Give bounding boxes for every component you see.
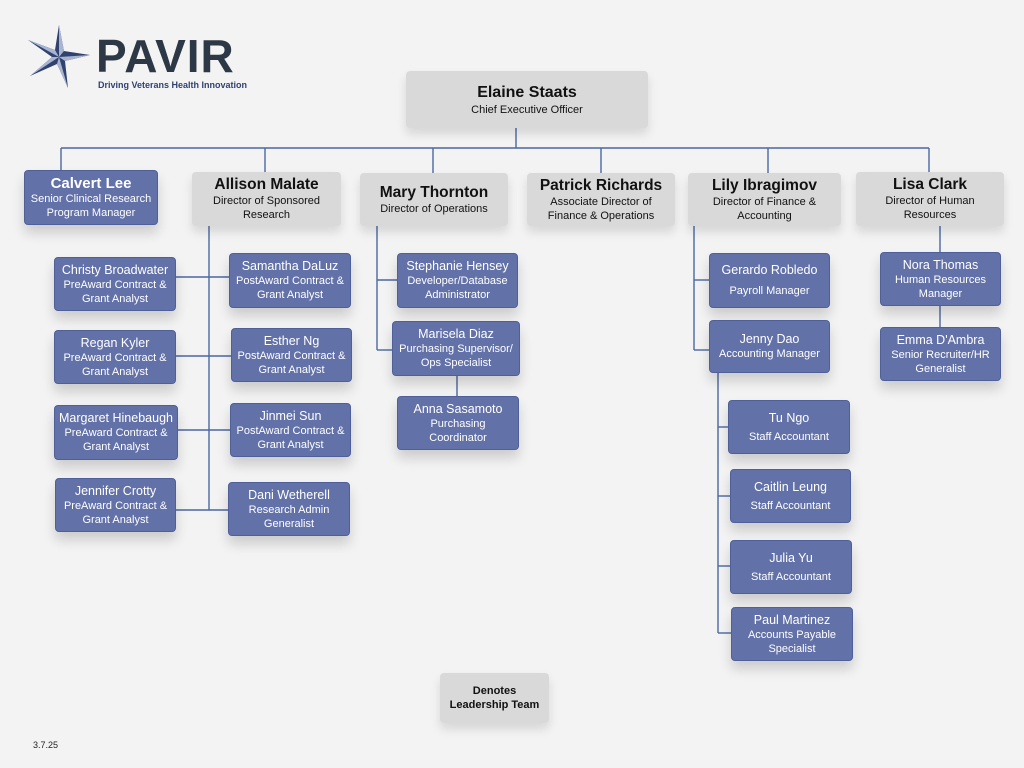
esther-ng-box: Esther Ng PostAward Contract & Grant Ana… [231,328,352,382]
mary-thornton-name: Mary Thornton [379,183,489,201]
jenny-dao-box: Jenny Dao Accounting Manager [709,320,830,373]
lily-ibragimov-box: Lily Ibragimov Director of Finance & Acc… [688,173,841,226]
nora-thomas-title: Human Resources Manager [894,273,987,300]
star-logo-icon [28,25,90,88]
regan-kyler-title: PreAward Contract & Grant Analyst [63,351,167,378]
brand-tagline: Driving Veterans Health Innovation [98,80,248,90]
lily-ibragimov-title: Director of Finance & Accounting [712,195,817,222]
margaret-hinebaugh-name: Margaret Hinebaugh [59,411,173,425]
revision-date: 3.7.25 [33,740,59,750]
ceo-title: Chief Executive Officer [471,103,583,116]
anna-sasamoto-name: Anna Sasamoto [413,401,503,416]
leadership-legend: Denotes Leadership Team [440,673,549,723]
paul-martinez-title: Accounts Payable Specialist [747,628,837,655]
jenny-dao-name: Jenny Dao [739,332,800,346]
patrick-richards-title: Associate Director of Finance & Operatio… [547,195,655,222]
dani-wetherell-title: Research Admin Generalist [248,503,330,530]
calvert-lee-title: Senior Clinical Research Program Manager [30,193,152,219]
calvert-lee-box: Calvert Lee Senior Clinical Research Pro… [24,170,158,225]
emma-dambra-name: Emma D'Ambra [896,332,985,347]
jennifer-crotty-name: Jennifer Crotty [74,483,157,498]
julia-yu-title: Staff Accountant [751,570,831,583]
christy-broadwater-box: Christy Broadwater PreAward Contract & G… [54,257,176,311]
anna-sasamoto-box: Anna Sasamoto Purchasing Coordinator [397,396,519,450]
gerardo-robledo-title: Payroll Manager [729,285,810,297]
margaret-hinebaugh-title: PreAward Contract & Grant Analyst [64,427,168,453]
pavir-logo: PAVIR Driving Veterans Health Innovation [24,24,248,94]
jinmei-sun-title: PostAward Contract & Grant Analyst [236,424,345,451]
ceo-box: Elaine Staats Chief Executive Officer [406,71,648,128]
patrick-richards-name: Patrick Richards [539,176,663,194]
emma-dambra-title: Senior Recruiter/HR Generalist [891,348,990,375]
tu-ngo-box: Tu Ngo Staff Accountant [728,400,850,454]
anna-sasamoto-title: Purchasing Coordinator [429,417,487,444]
jinmei-sun-box: Jinmei Sun PostAward Contract & Grant An… [230,403,351,457]
lisa-clark-title: Director of Human Resources [885,195,975,221]
dani-wetherell-name: Dani Wetherell [248,487,330,502]
caitlin-leung-title: Staff Accountant [750,499,831,512]
calvert-lee-name: Calvert Lee [50,175,132,192]
stephanie-hensey-title: Developer/Database Administrator [407,275,508,301]
lily-ibragimov-name: Lily Ibragimov [711,176,818,194]
marisela-diaz-title: Purchasing Supervisor/ Ops Specialist [399,343,513,369]
esther-ng-title: PostAward Contract & Grant Analyst [237,349,346,376]
samantha-daluz-title: PostAward Contract & Grant Analyst [235,275,344,301]
dani-wetherell-box: Dani Wetherell Research Admin Generalist [228,482,350,536]
stephanie-hensey-box: Stephanie Hensey Developer/Database Admi… [397,253,518,308]
samantha-daluz-name: Samantha DaLuz [241,259,339,273]
marisela-diaz-name: Marisela Diaz [418,327,494,341]
allison-malate-box: Allison Malate Director of Sponsored Res… [192,172,341,226]
nora-thomas-box: Nora Thomas Human Resources Manager [880,252,1001,306]
regan-kyler-box: Regan Kyler PreAward Contract & Grant An… [54,330,176,384]
gerardo-robledo-box: Gerardo Robledo Payroll Manager [709,253,830,308]
mary-thornton-box: Mary Thornton Director of Operations [360,173,508,226]
mary-thornton-title: Director of Operations [380,202,488,215]
gerardo-robledo-name: Gerardo Robledo [721,263,818,277]
jenny-dao-title: Accounting Manager [719,348,820,360]
paul-martinez-name: Paul Martinez [753,612,831,627]
christy-broadwater-name: Christy Broadwater [61,262,169,277]
brand-name: PAVIR [96,30,235,82]
allison-malate-title: Director of Sponsored Research [213,195,320,221]
ceo-name: Elaine Staats [477,83,577,101]
caitlin-leung-name: Caitlin Leung [754,479,827,494]
tu-ngo-name: Tu Ngo [768,410,810,425]
regan-kyler-name: Regan Kyler [80,335,150,350]
marisela-diaz-box: Marisela Diaz Purchasing Supervisor/ Ops… [392,321,520,376]
tu-ngo-title: Staff Accountant [749,430,829,443]
jinmei-sun-name: Jinmei Sun [259,408,322,423]
julia-yu-box: Julia Yu Staff Accountant [730,540,852,594]
margaret-hinebaugh-box: Margaret Hinebaugh PreAward Contract & G… [54,405,178,460]
esther-ng-name: Esther Ng [263,333,320,348]
paul-martinez-box: Paul Martinez Accounts Payable Specialis… [731,607,853,661]
lisa-clark-name: Lisa Clark [892,176,968,193]
stephanie-hensey-name: Stephanie Hensey [406,259,509,273]
emma-dambra-box: Emma D'Ambra Senior Recruiter/HR General… [880,327,1001,381]
samantha-daluz-box: Samantha DaLuz PostAward Contract & Gran… [229,253,351,308]
julia-yu-name: Julia Yu [769,550,813,565]
jennifer-crotty-box: Jennifer Crotty PreAward Contract & Gran… [55,478,176,532]
patrick-richards-box: Patrick Richards Associate Director of F… [527,173,675,226]
caitlin-leung-box: Caitlin Leung Staff Accountant [730,469,851,523]
christy-broadwater-title: PreAward Contract & Grant Analyst [63,278,167,305]
nora-thomas-name: Nora Thomas [902,257,979,272]
lisa-clark-box: Lisa Clark Director of Human Resources [856,172,1004,226]
allison-malate-name: Allison Malate [214,176,319,193]
legend-label: Denotes Leadership Team [449,685,540,711]
jennifer-crotty-title: PreAward Contract & Grant Analyst [63,499,168,526]
